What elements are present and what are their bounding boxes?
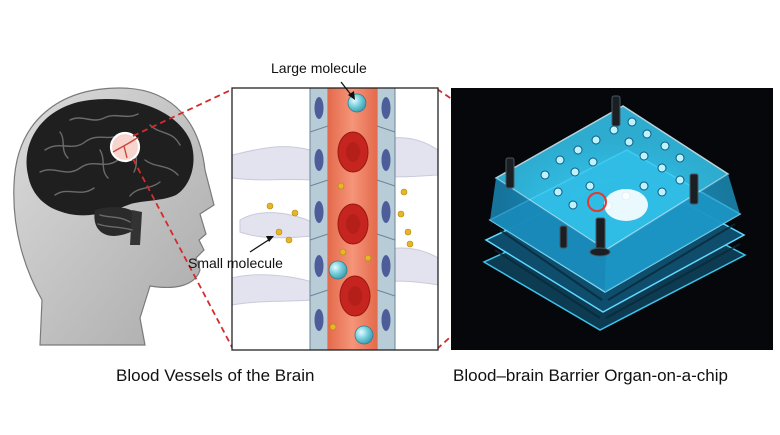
chip-layers xyxy=(482,105,747,331)
chip-posts xyxy=(505,95,699,257)
brain-zoom-circle xyxy=(109,131,141,163)
large-molecule-label: Large molecule xyxy=(271,60,367,76)
chip-zoom-circle xyxy=(587,192,607,212)
organ-on-chip-photo xyxy=(451,88,773,350)
large-molecules xyxy=(328,93,374,345)
vessel-panel-border xyxy=(231,87,439,351)
vessel-panel xyxy=(231,81,439,351)
head-illustration xyxy=(13,87,215,346)
small-molecule-label: Small molecule xyxy=(188,255,283,271)
label-arrows xyxy=(249,81,355,253)
brain-folds xyxy=(39,113,181,231)
chip-glow-spot xyxy=(604,189,648,221)
small-molecules xyxy=(266,182,414,331)
caption-organ-on-chip: Blood–brain Barrier Organ-on-a-chip xyxy=(453,366,728,385)
endothelial-nuclei xyxy=(314,97,391,331)
brainstem-icon xyxy=(130,210,142,245)
caption-blood-vessels: Blood Vessels of the Brain xyxy=(116,366,315,385)
